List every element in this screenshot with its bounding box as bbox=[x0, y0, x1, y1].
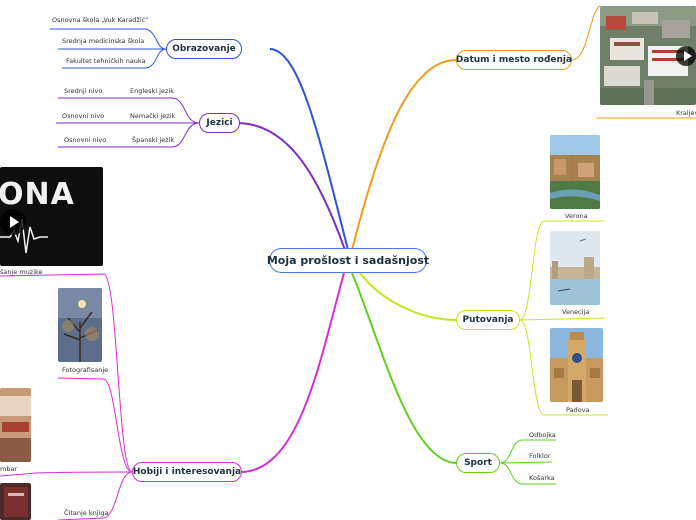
verona-photo[interactable] bbox=[550, 135, 600, 209]
subtopic-folklor[interactable]: Folklor bbox=[529, 452, 551, 460]
subtopic-kosarka[interactable]: Košarka bbox=[529, 474, 555, 482]
caption-verona: Verona bbox=[565, 212, 588, 220]
level-nemacki[interactable]: Osnovni nivo bbox=[62, 112, 105, 120]
link-sport bbox=[351, 272, 457, 464]
caption-citanje-knjiga: Čitanje knjiga bbox=[64, 509, 109, 517]
central-topic[interactable]: Moja prošlost i sadašnjost bbox=[267, 248, 429, 273]
topic-jezici[interactable]: Jezici bbox=[199, 113, 240, 133]
caption-fotografisanje: Fotografisanje bbox=[62, 366, 109, 374]
photography-photo[interactable] bbox=[58, 288, 102, 362]
level-engleski[interactable]: Srednji nivo bbox=[64, 87, 103, 95]
subtopic-fakultet[interactable]: Fakultet tehničkih nauka bbox=[66, 57, 146, 65]
tambura-photo[interactable] bbox=[0, 388, 31, 462]
link-datum bbox=[351, 59, 457, 251]
caption-padova: Padova bbox=[566, 406, 590, 414]
venecija-photo[interactable] bbox=[550, 231, 600, 305]
subtopic-engleski[interactable]: Engleski jezik bbox=[130, 87, 174, 95]
subtopic-odbojka[interactable]: Odbojka bbox=[529, 431, 556, 439]
link-obrazovanje bbox=[269, 48, 349, 251]
play-icon[interactable] bbox=[676, 46, 696, 66]
caption-venecija: Venecija bbox=[562, 308, 590, 316]
city-aerial-photo[interactable] bbox=[600, 6, 696, 105]
link-putovanja bbox=[359, 272, 457, 321]
topic-hobiji-i-interesovanja[interactable]: Hobiji i interesovanja bbox=[132, 462, 242, 482]
topic-obrazovanje[interactable]: Obrazovanje bbox=[166, 39, 242, 59]
caption-tamburas: mbar bbox=[0, 465, 18, 473]
books-photo[interactable] bbox=[0, 483, 31, 520]
subtopic-osnovna-skola[interactable]: Osnovna škola „Vuk Karadžić" bbox=[52, 16, 149, 24]
video-title-text: ONA bbox=[0, 177, 75, 212]
subtopic-spanski[interactable]: Španski jezik bbox=[132, 136, 175, 144]
play-icon[interactable] bbox=[0, 209, 26, 235]
topic-sport[interactable]: Sport bbox=[456, 453, 500, 473]
link-jezici bbox=[237, 122, 346, 251]
subtopic-srednja-skola[interactable]: Srednja medicinska škola bbox=[62, 37, 145, 45]
subtopic-nemacki[interactable]: Nemački jezik bbox=[130, 112, 176, 120]
caption-datum: Kraljev bbox=[676, 109, 696, 117]
padova-photo[interactable] bbox=[550, 328, 603, 402]
topic-putovanja[interactable]: Putovanja bbox=[456, 310, 520, 330]
music-video-thumbnail[interactable]: ONA bbox=[0, 167, 103, 266]
topic-datum-i-mesto-rodjenja[interactable]: Datum i mesto rođenja bbox=[456, 50, 572, 70]
caption-slusanje-muzike: šanje muzike bbox=[0, 268, 43, 276]
link-hobiji bbox=[241, 272, 345, 473]
level-spanski[interactable]: Osnovni nivo bbox=[64, 136, 107, 144]
